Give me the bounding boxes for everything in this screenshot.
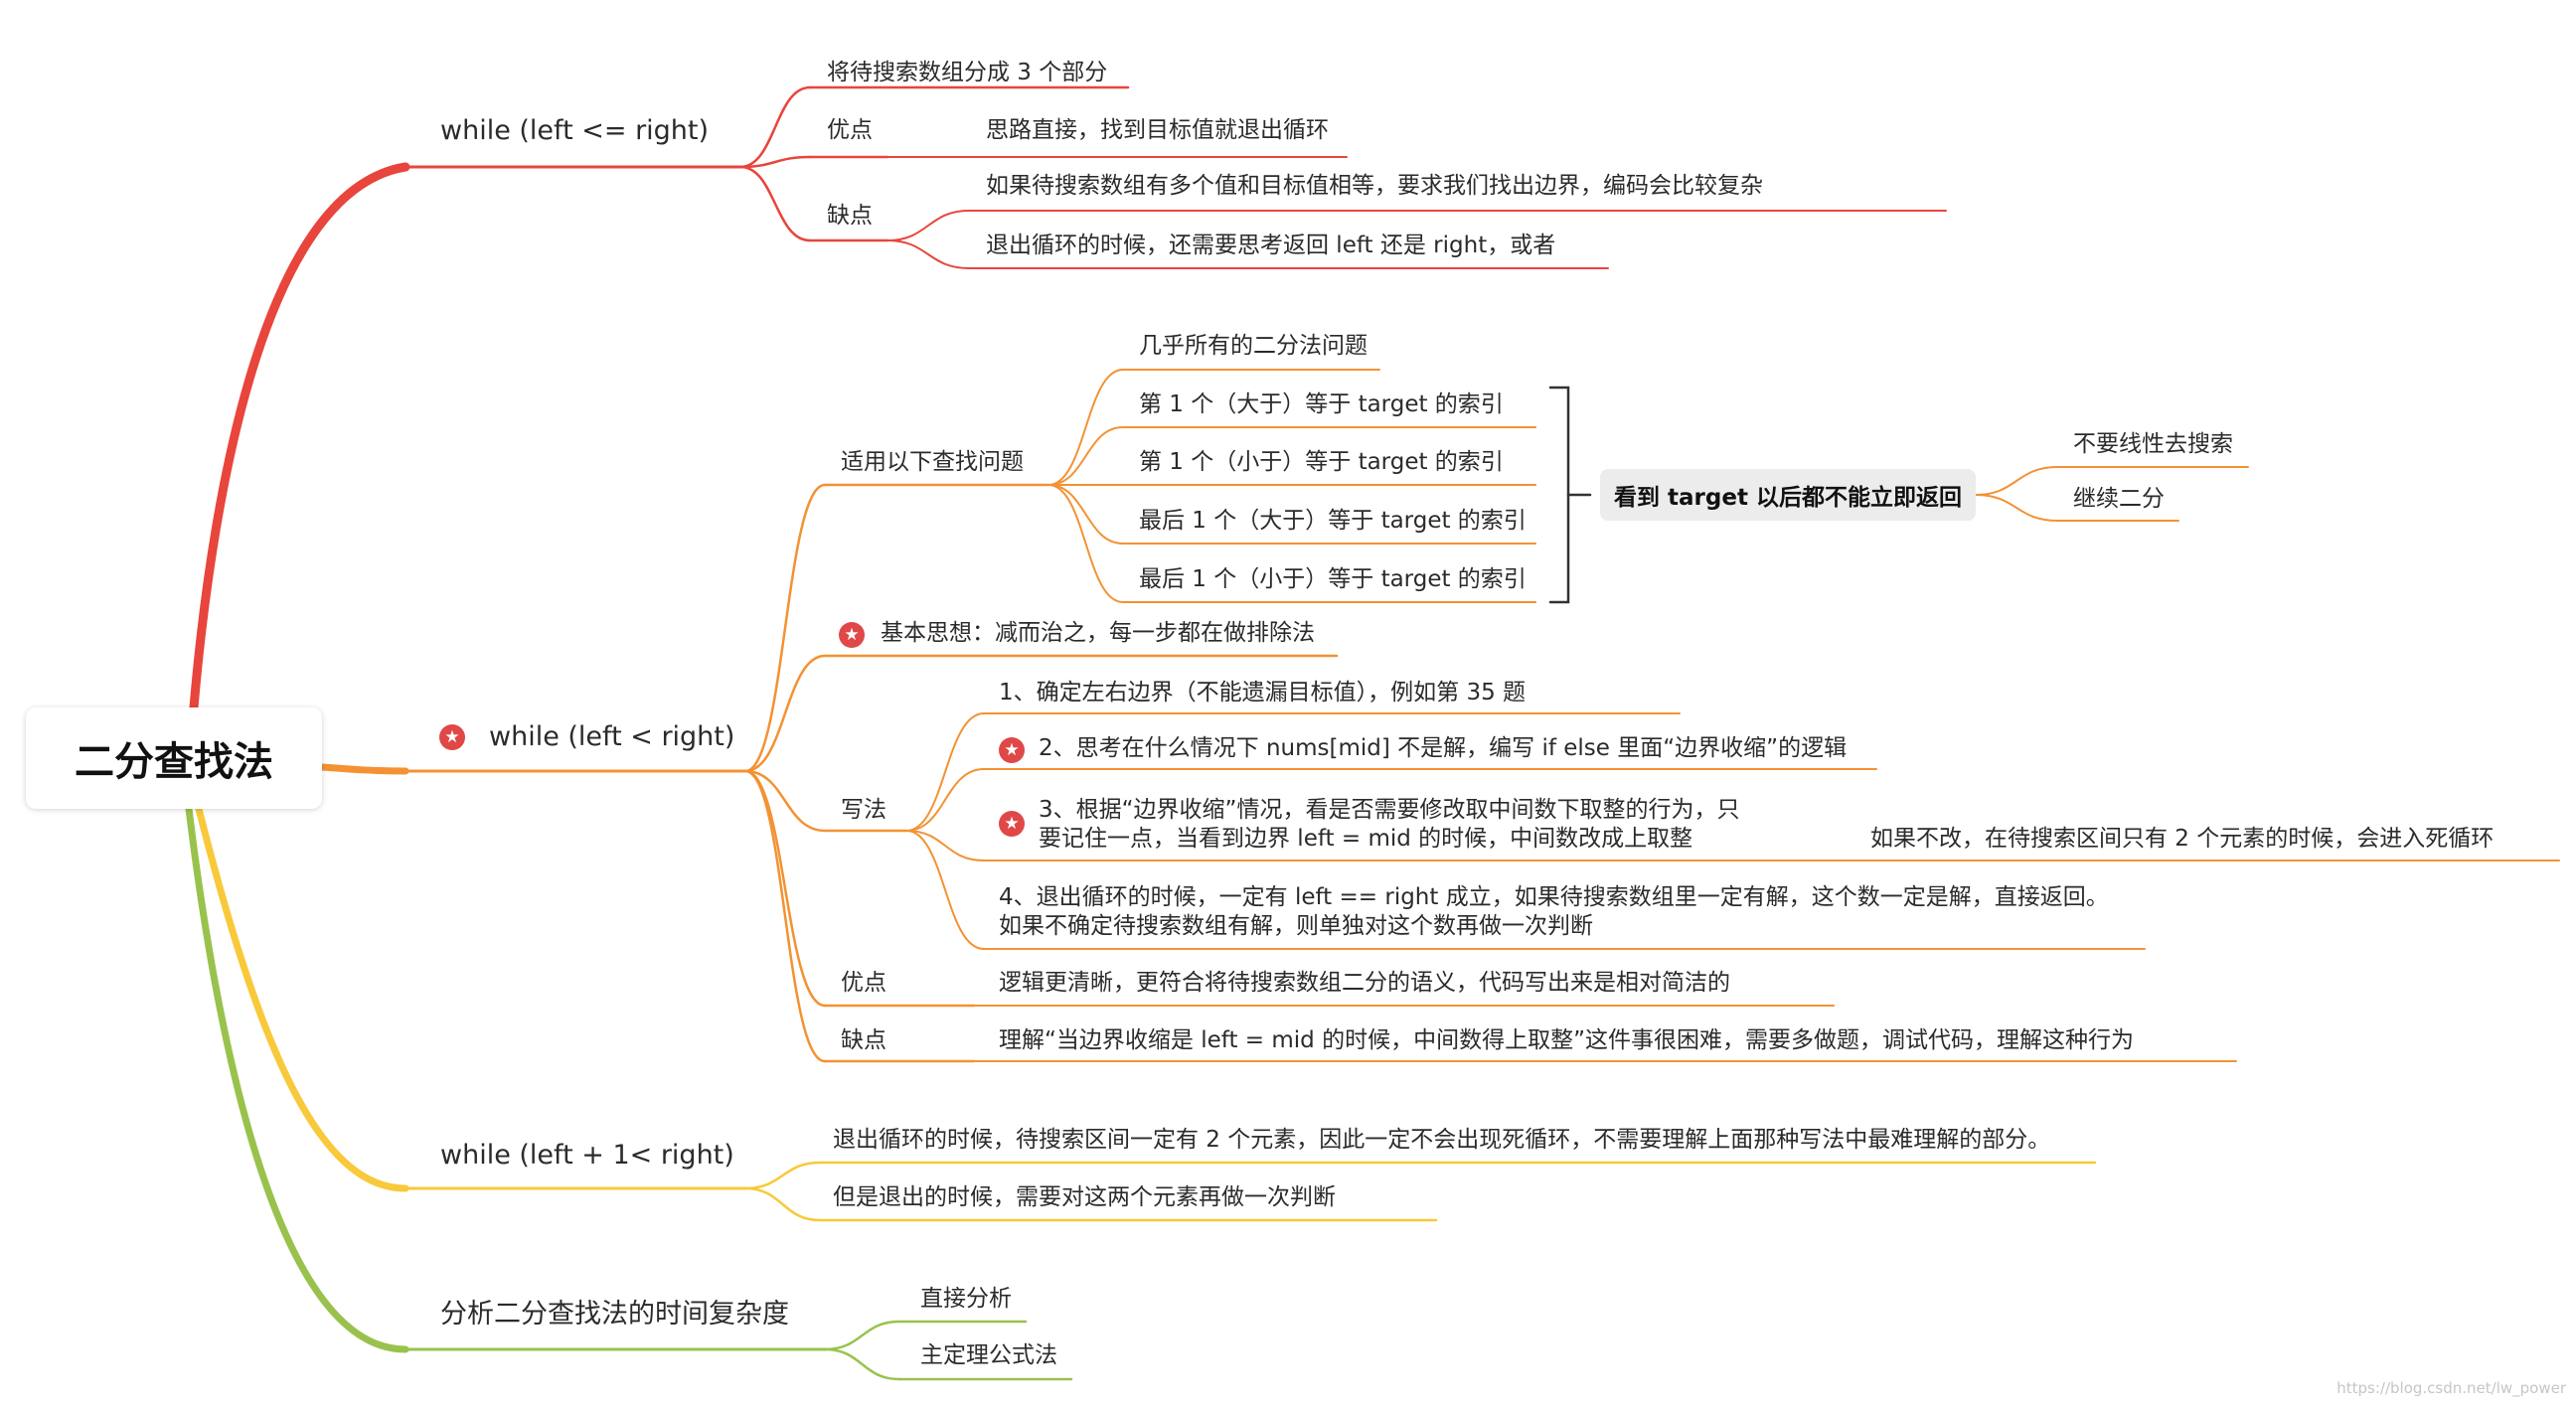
connector [743,483,827,773]
b1-disadvantage-1[interactable]: 如果待搜索数组有多个值和目标值相等，要求我们找出边界，编码会比较复杂 [986,173,1763,199]
b2-callout-child-1[interactable]: 不要线性去搜索 [2073,431,2233,457]
b1-advantage-label[interactable]: 优点 [827,117,873,143]
connector [886,210,970,241]
star-icon: ★ [439,724,465,750]
connector [1047,484,1124,545]
main-branch-yellow [195,805,409,1192]
star-icon: ★ [999,737,1025,763]
main-branch-red [189,162,410,712]
b1-disadvantage-label[interactable]: 缺点 [827,203,873,229]
b2-apply-item[interactable]: 最后 1 个（小于）等于 target 的索引 [1139,566,1527,592]
b2-disadvantage-label[interactable]: 缺点 [841,1027,886,1053]
star-icon: ★ [999,811,1025,837]
b2-write-4-line-1[interactable]: 4、退出循环的时候，一定有 left == right 成立，如果待搜索数组里一… [999,884,2109,910]
connector [743,1186,822,1222]
connector [823,1320,901,1351]
connector [905,830,985,950]
b2-disadvantage-text[interactable]: 理解“当边界收缩是 left = mid 的时候，中间数得上取整”这件事很困难，… [999,1027,2134,1053]
b4-child-1[interactable]: 直接分析 [920,1286,1012,1312]
connector [738,165,812,242]
connector [743,769,827,833]
b2-advantage-label[interactable]: 优点 [841,970,886,996]
connector [743,769,827,1063]
b2-callout-child-2[interactable]: 继续二分 [2073,486,2165,512]
connector [743,654,827,773]
b2-write-3-line-2[interactable]: 要记住一点，当看到边界 left = mid 的时候，中间数改成上取整 [1039,826,1693,852]
b1-advantage-text[interactable]: 思路直接，找到目标值就退出循环 [986,117,1329,143]
branch-1-title[interactable]: while (left <= right) [440,115,710,146]
branch-2-title[interactable]: while (left < right) [489,721,735,752]
branch-3-title[interactable]: while (left + 1< right) [440,1140,734,1171]
b4-child-2[interactable]: 主定理公式法 [920,1342,1057,1368]
star-icon: ★ [839,622,865,648]
b2-apply-item[interactable]: 第 1 个（大于）等于 target 的索引 [1139,391,1504,417]
b2-write-3-line-1[interactable]: 3、根据“边界收缩”情况，看是否需要修改取中间数下取整的行为，只 [1039,797,1740,823]
group-bracket [1548,386,1570,604]
connector [1047,426,1124,486]
b2-apply-label[interactable]: 适用以下查找问题 [841,449,1024,475]
b2-apply-item[interactable]: 几乎所有的二分法问题 [1139,333,1368,359]
b2-apply-item[interactable]: 最后 1 个（大于）等于 target 的索引 [1139,508,1527,534]
connector [905,712,985,832]
b2-write-3-child[interactable]: 如果不改，在待搜索区间只有 2 个元素的时候，会进入死循环 [1870,826,2495,852]
connector [738,155,812,169]
connector [1047,484,1124,603]
root-topic[interactable]: 二分查找法 [26,707,322,809]
connector [743,769,827,1008]
b2-write-label[interactable]: 写法 [841,797,886,823]
b1-three-parts[interactable]: 将待搜索数组分成 3 个部分 [827,60,1108,85]
b3-child-2[interactable]: 但是退出的时候，需要对这两个元素再做一次判断 [833,1184,1336,1210]
b2-basic-idea[interactable]: 基本思想：减而治之，每一步都在做排除法 [881,620,1315,646]
connector [886,239,970,269]
watermark: https://blog.csdn.net/lw_power [2336,1379,2566,1397]
main-branch-green [185,805,409,1353]
connector [823,1347,901,1381]
connector [1975,494,2058,522]
b2-write-2[interactable]: 2、思考在什么情况下 nums[mid] 不是解，编写 if else 里面“边… [1039,735,1848,761]
connector [1975,466,2058,496]
main-branch-orange [318,763,409,775]
connector [743,1161,822,1190]
connector [738,85,812,169]
b2-write-1[interactable]: 1、确定左右边界（不能遗漏目标值），例如第 35 题 [999,680,1527,705]
b2-apply-item[interactable]: 第 1 个（小于）等于 target 的索引 [1139,449,1504,475]
b2-write-4-line-2[interactable]: 如果不确定待搜索数组有解，则单独对这个数再做一次判断 [999,913,1593,939]
b3-child-1[interactable]: 退出循环的时候，待搜索区间一定有 2 个元素，因此一定不会出现死循环，不需要理解… [833,1127,2051,1153]
branch-4-title[interactable]: 分析二分查找法的时间复杂度 [440,1299,789,1330]
b2-callout[interactable]: 看到 target 以后都不能立即返回 [1600,469,1976,521]
connector [905,768,985,832]
connector [1047,369,1124,486]
b1-disadvantage-2[interactable]: 退出循环的时候，还需要思考返回 left 还是 right，或者 [986,233,1556,258]
b2-advantage-text[interactable]: 逻辑更清晰，更符合将待搜索数组二分的语义，代码写出来是相对简洁的 [999,970,1730,996]
connector [905,830,985,861]
